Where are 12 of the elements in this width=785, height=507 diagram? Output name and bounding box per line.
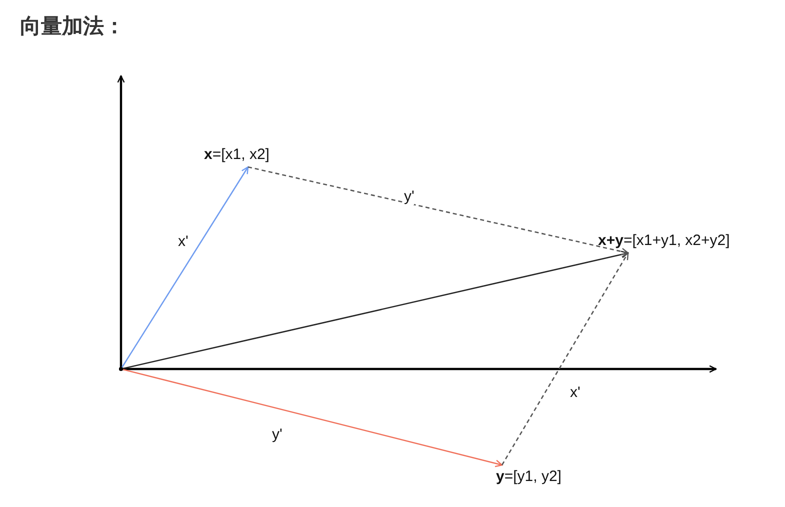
arrow xyxy=(501,252,629,466)
arrow xyxy=(120,368,503,468)
arrow xyxy=(120,250,629,370)
edge-label: y' xyxy=(272,426,282,443)
title: 向量加法： xyxy=(20,14,125,40)
arrow xyxy=(120,166,249,370)
vector-label: x=[x1, x2] xyxy=(204,144,296,166)
edge-label: y' xyxy=(404,188,414,205)
vector-label: y=[y1, y2] xyxy=(496,466,588,488)
vector-label: x+y=[x1+y1, x2+y2] xyxy=(598,230,772,252)
arrow xyxy=(248,166,629,256)
origin-point xyxy=(119,367,123,371)
